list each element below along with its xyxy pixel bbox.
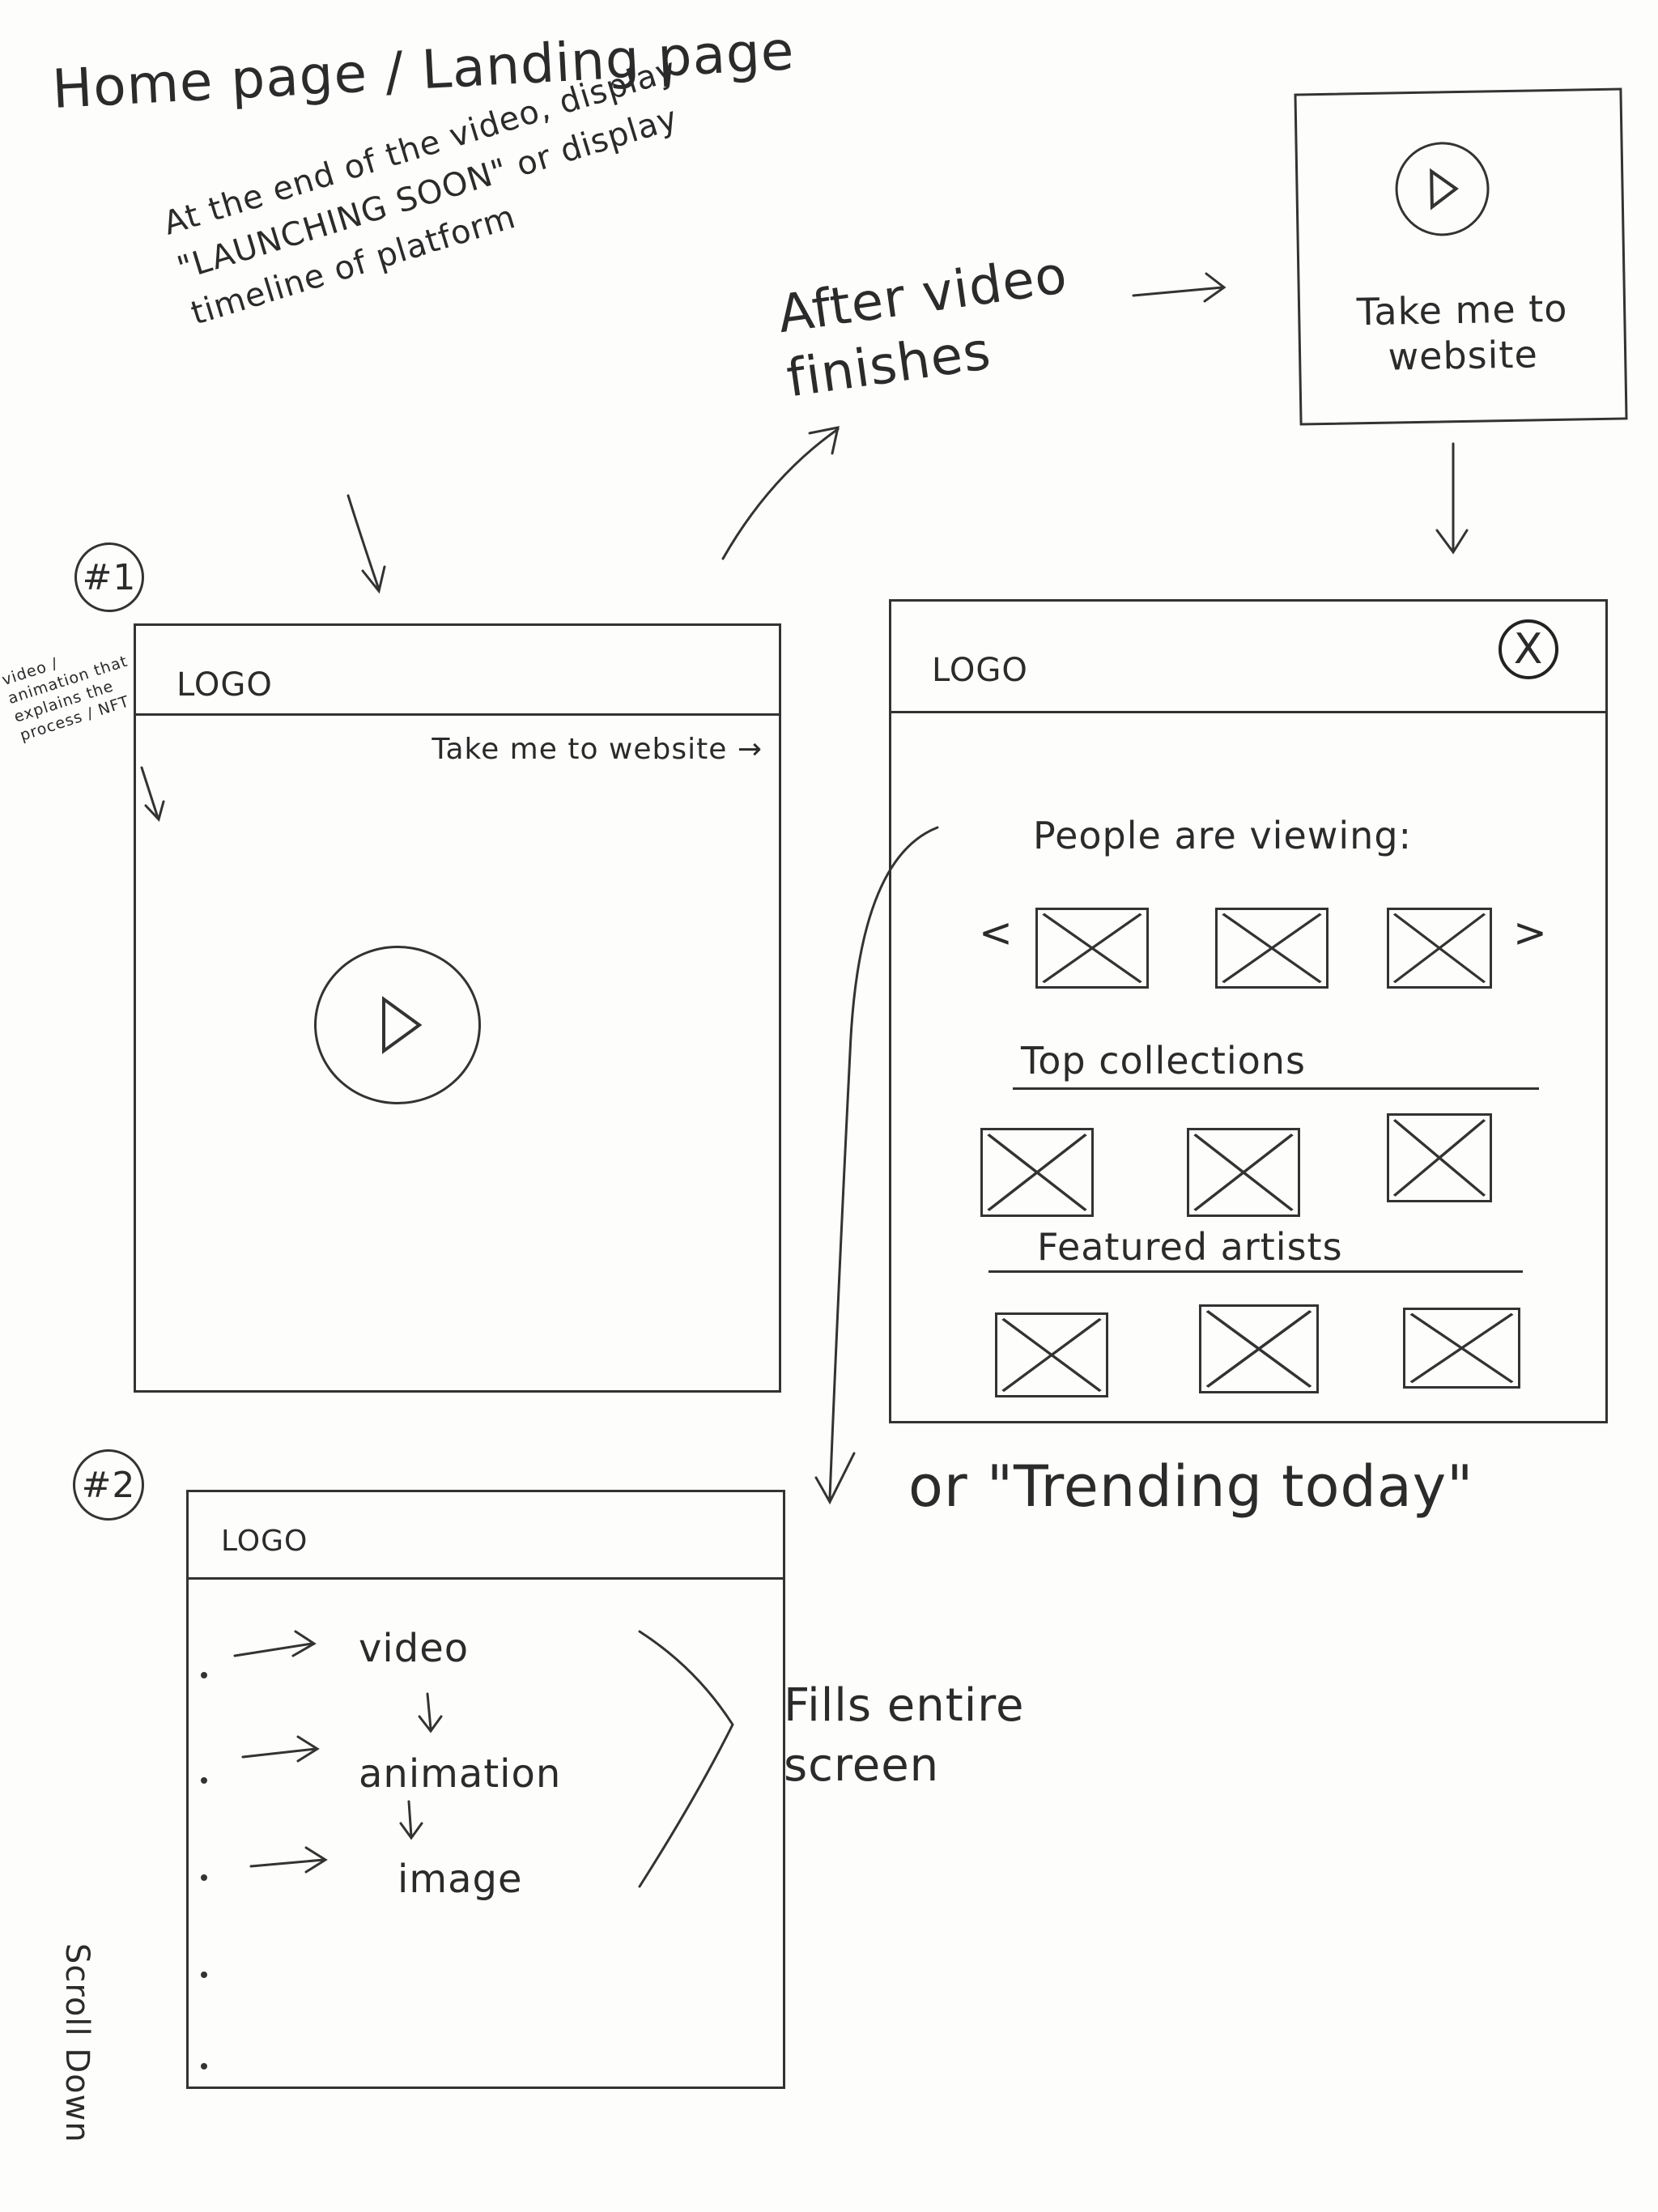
arrow-icon bbox=[144, 800, 165, 822]
note-fills-entire-screen: Fills entire screen bbox=[784, 1679, 1025, 1792]
arrow-icon bbox=[721, 428, 840, 560]
play-triangle bbox=[382, 996, 423, 1054]
frame-scroll-page: LOGO video animation image bbox=[186, 1490, 785, 2089]
list-item-image: image bbox=[397, 1857, 523, 1902]
section-top-collections: Top collections bbox=[1021, 1039, 1306, 1083]
scroll-dot[interactable] bbox=[201, 1672, 207, 1678]
arrow-icon bbox=[140, 766, 159, 819]
arrow-icon bbox=[418, 1715, 443, 1733]
arrow-icon bbox=[808, 426, 840, 455]
image-placeholder-icon[interactable] bbox=[980, 1128, 1094, 1217]
scroll-dot[interactable] bbox=[201, 1972, 207, 1978]
scroll-dot[interactable] bbox=[201, 1874, 207, 1881]
arrow-icon bbox=[814, 1452, 856, 1505]
header-divider bbox=[136, 713, 779, 716]
list-item-animation: animation bbox=[359, 1751, 562, 1797]
frame-number-2-label: #2 bbox=[81, 1464, 136, 1506]
scroll-dot[interactable] bbox=[201, 1777, 207, 1784]
carousel-next-icon[interactable]: > bbox=[1513, 909, 1548, 956]
image-placeholder-icon[interactable] bbox=[1403, 1308, 1520, 1389]
bracket bbox=[638, 1630, 734, 1888]
image-placeholder-icon[interactable] bbox=[1387, 1113, 1492, 1202]
image-placeholder-icon[interactable] bbox=[1387, 908, 1492, 989]
image-placeholder-icon[interactable] bbox=[1035, 908, 1149, 989]
play-icon[interactable] bbox=[1394, 141, 1490, 237]
arrow-icon bbox=[407, 1800, 413, 1838]
header-divider bbox=[891, 711, 1605, 713]
section-featured-artists: Featured artists bbox=[1037, 1225, 1343, 1269]
arrow-icon bbox=[828, 826, 939, 1499]
frame-number-1: #1 bbox=[74, 542, 144, 612]
play-icon[interactable] bbox=[314, 946, 481, 1104]
play-triangle bbox=[1430, 168, 1459, 211]
image-placeholder-icon[interactable] bbox=[1215, 908, 1329, 989]
logo: LOGO bbox=[932, 652, 1028, 689]
frame-number-2: #2 bbox=[73, 1449, 144, 1521]
arrow-icon bbox=[1132, 286, 1224, 297]
arrow-icon bbox=[426, 1692, 432, 1730]
take-me-to-website-link[interactable]: Take me to website → bbox=[432, 733, 763, 766]
arrow-icon bbox=[241, 1747, 317, 1759]
list-item-video: video bbox=[359, 1626, 470, 1671]
header-divider bbox=[189, 1577, 783, 1580]
arrow-icon bbox=[1203, 272, 1226, 303]
arrow-icon bbox=[1435, 529, 1469, 555]
arrow-icon bbox=[399, 1822, 423, 1840]
carousel-prev-icon[interactable]: < bbox=[979, 909, 1014, 956]
frame-video-landing: LOGO Take me to website → bbox=[134, 623, 781, 1393]
popup-take-me-to-website: Take me to website bbox=[1294, 87, 1628, 426]
arrow-icon bbox=[291, 1630, 317, 1657]
section-people-viewing: People are viewing: bbox=[1033, 814, 1413, 857]
logo: LOGO bbox=[221, 1525, 308, 1558]
arrow-icon bbox=[233, 1642, 313, 1657]
image-placeholder-icon[interactable] bbox=[995, 1312, 1108, 1397]
scroll-dot[interactable] bbox=[201, 2063, 207, 2069]
arrow-icon bbox=[296, 1735, 320, 1763]
note-trending-today: or "Trending today" bbox=[908, 1453, 1474, 1520]
image-placeholder-icon[interactable] bbox=[1199, 1304, 1319, 1393]
arrow-icon bbox=[346, 494, 380, 591]
arrow-icon bbox=[249, 1858, 325, 1868]
frame-number-1-label: #1 bbox=[82, 556, 137, 598]
arrow-icon bbox=[304, 1846, 328, 1874]
arrow-icon bbox=[361, 565, 386, 594]
frame-website-home: LOGO X People are viewing: < > Top colle… bbox=[889, 599, 1608, 1423]
section-divider bbox=[1013, 1087, 1539, 1090]
section-divider bbox=[988, 1270, 1523, 1273]
logo: LOGO bbox=[176, 666, 273, 704]
close-icon[interactable]: X bbox=[1499, 619, 1558, 679]
image-placeholder-icon[interactable] bbox=[1187, 1128, 1300, 1217]
